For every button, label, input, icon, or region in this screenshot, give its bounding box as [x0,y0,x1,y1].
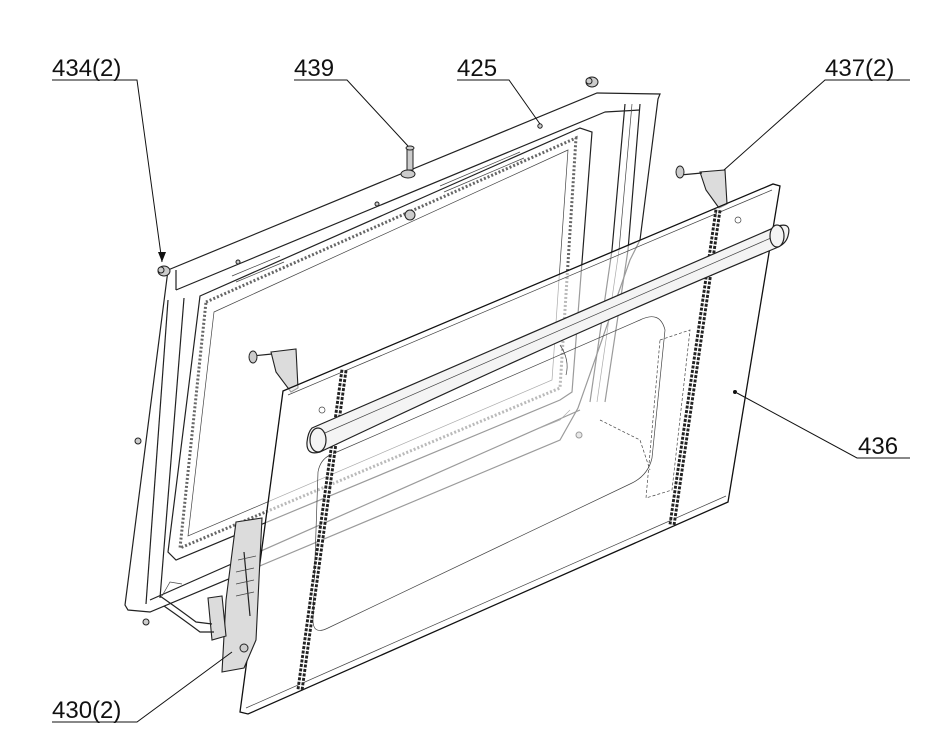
callout-430: 430(2) [52,697,121,724]
bracket-437 [248,165,728,393]
leader-437 [723,79,910,171]
door-handle [306,224,790,454]
leader-430 [52,651,233,723]
callout-425: 425 [457,55,497,82]
leader-425 [457,79,541,125]
callout-434: 434(2) [52,55,121,82]
leader-439 [294,79,409,147]
leader-434 [52,79,163,263]
callout-437: 437(2) [825,55,894,82]
hinge-430 [159,517,263,673]
stud-439 [400,145,416,221]
callout-436: 436 [858,433,898,460]
leader-lines [52,79,910,723]
screw-434 [157,76,599,277]
callout-439: 439 [294,55,334,82]
leader-436 [736,392,910,459]
